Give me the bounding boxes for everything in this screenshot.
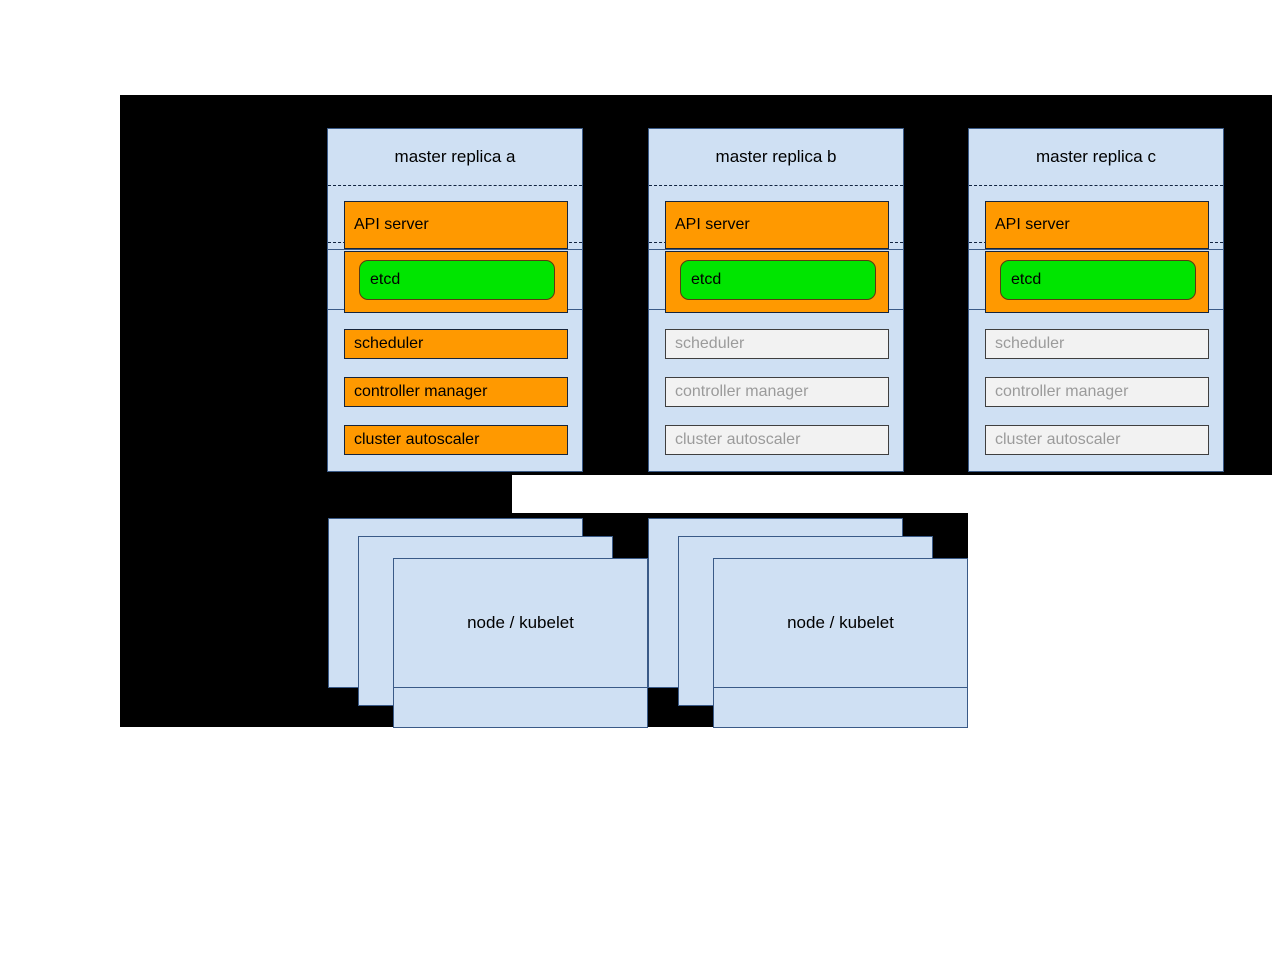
- controller-manager-box-a[interactable]: controller manager: [344, 377, 568, 407]
- node-kubelet-stack-1[interactable]: node / kubelet: [328, 518, 648, 728]
- plane-divider-dashed-top: [328, 185, 582, 186]
- plane-divider-dashed-top: [969, 185, 1223, 186]
- node-card-front-1[interactable]: node / kubelet: [393, 558, 648, 728]
- etcd-box-b[interactable]: etcd: [680, 260, 876, 300]
- master-replica-a-title: master replica a: [394, 147, 516, 166]
- cluster-autoscaler-box-a[interactable]: cluster autoscaler: [344, 425, 568, 455]
- controller-manager-box-c[interactable]: controller manager: [985, 377, 1209, 407]
- cluster-autoscaler-box-c[interactable]: cluster autoscaler: [985, 425, 1209, 455]
- scheduler-box-a[interactable]: scheduler: [344, 329, 568, 359]
- cluster-autoscaler-box-b[interactable]: cluster autoscaler: [665, 425, 889, 455]
- plane-divider-solid-top: [649, 249, 903, 250]
- plane-divider-dashed-top: [649, 185, 903, 186]
- plane-divider-solid-top: [328, 249, 582, 250]
- node-kubelet-stack-2[interactable]: node / kubelet: [648, 518, 968, 728]
- scheduler-box-b[interactable]: scheduler: [665, 329, 889, 359]
- backdrop-gap-region: [120, 475, 512, 513]
- controller-manager-box-b[interactable]: controller manager: [665, 377, 889, 407]
- api-server-box-b[interactable]: API server: [665, 201, 889, 249]
- node-kubelet-label-2: node / kubelet: [787, 613, 894, 632]
- node-card-divider-2: [714, 687, 967, 688]
- etcd-container-c[interactable]: etcd: [985, 251, 1209, 313]
- etcd-box-c[interactable]: etcd: [1000, 260, 1196, 300]
- etcd-container-a[interactable]: etcd: [344, 251, 568, 313]
- scheduler-box-c[interactable]: scheduler: [985, 329, 1209, 359]
- node-card-divider-1: [394, 687, 647, 688]
- node-card-front-2[interactable]: node / kubelet: [713, 558, 968, 728]
- master-replica-a-card[interactable]: master replica a etcd API server schedul…: [327, 128, 583, 472]
- master-replica-c-title: master replica c: [1036, 147, 1156, 166]
- etcd-container-b[interactable]: etcd: [665, 251, 889, 313]
- master-replica-b-card[interactable]: master replica b etcd API server schedul…: [648, 128, 904, 472]
- master-replica-b-title: master replica b: [715, 147, 837, 166]
- plane-divider-solid-top: [969, 249, 1223, 250]
- node-kubelet-label-1: node / kubelet: [467, 613, 574, 632]
- etcd-box-a[interactable]: etcd: [359, 260, 555, 300]
- api-server-box-a[interactable]: API server: [344, 201, 568, 249]
- master-replica-c-card[interactable]: master replica c etcd API server schedul…: [968, 128, 1224, 472]
- api-server-box-c[interactable]: API server: [985, 201, 1209, 249]
